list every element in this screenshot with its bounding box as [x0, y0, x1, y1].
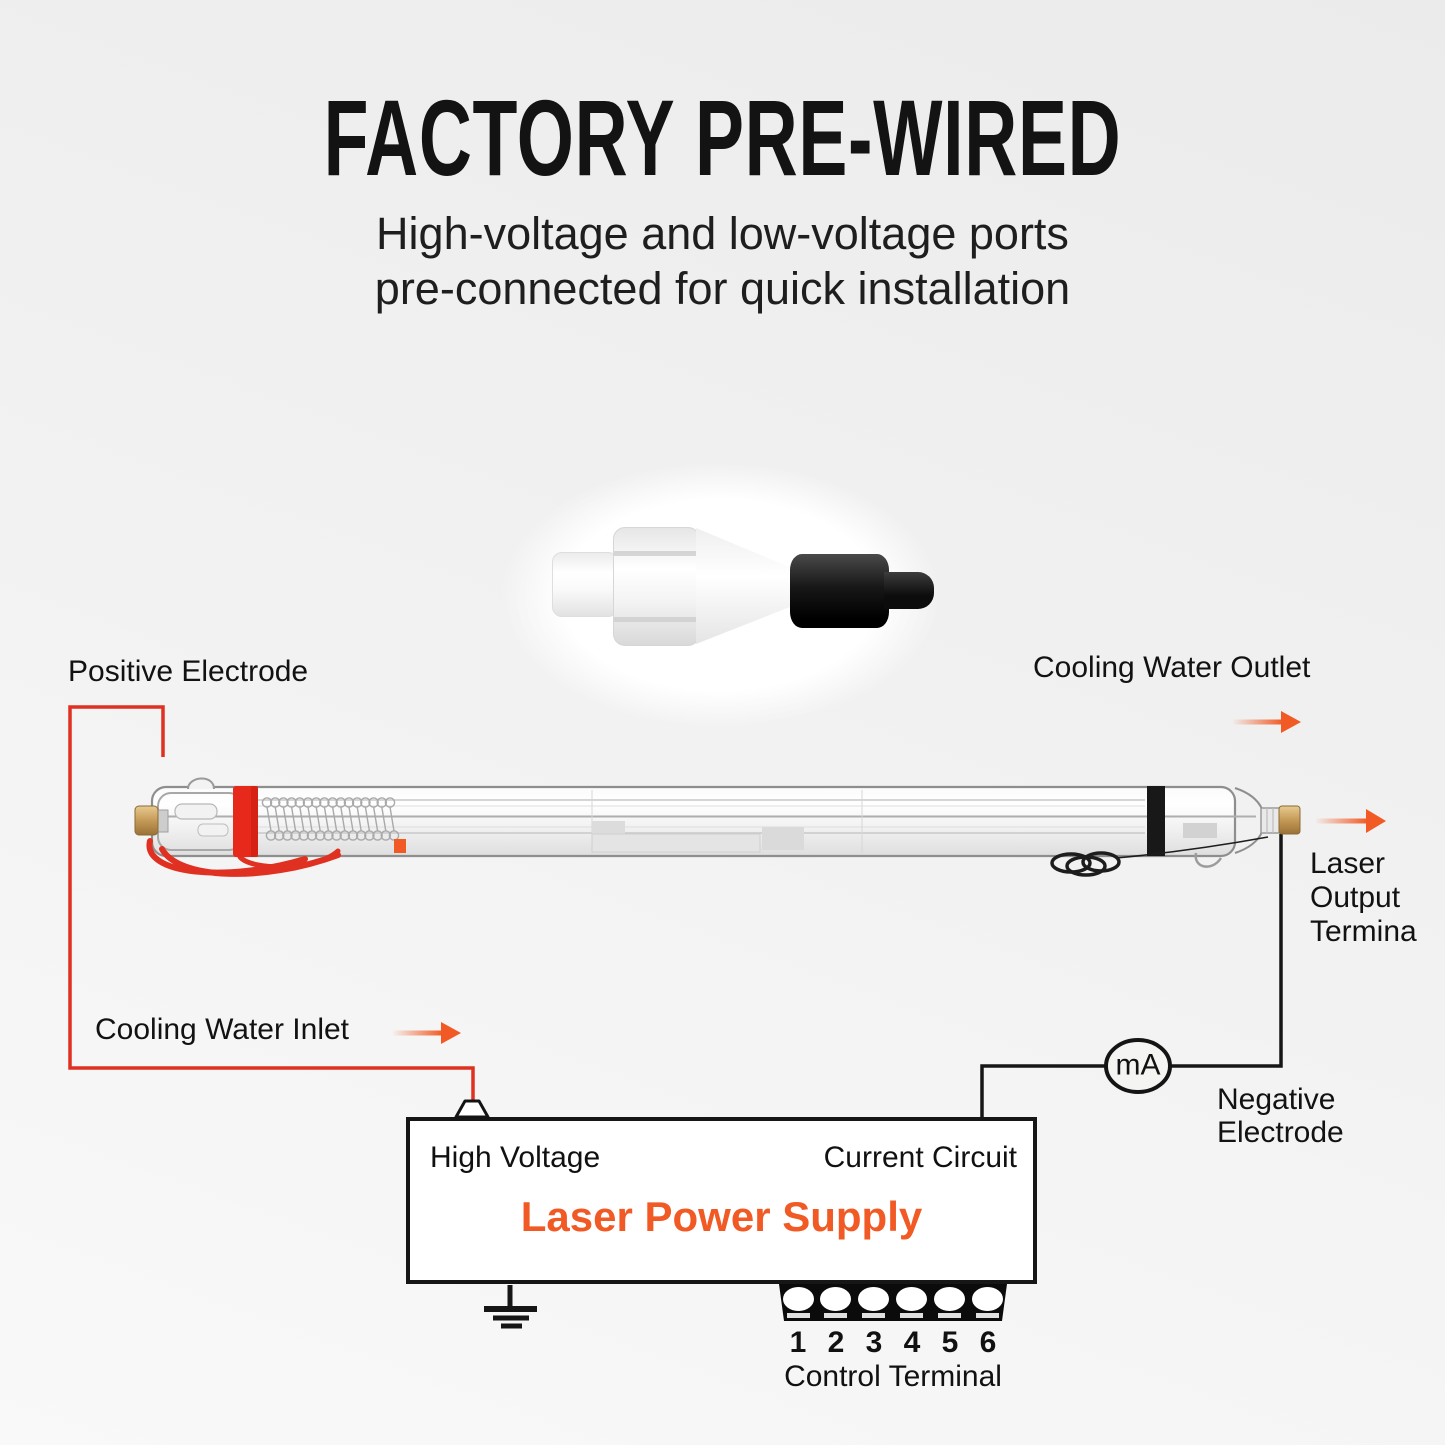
positive-electrode-cap	[134, 805, 159, 836]
terminal-slot	[787, 1313, 810, 1318]
tube-red-band	[233, 786, 258, 857]
terminal-number: 5	[941, 1326, 959, 1359]
terminal-numbers: 1 2 3 4 5 6	[779, 1326, 1007, 1360]
subtitle-line-2: pre-connected for quick installation	[374, 263, 1071, 314]
positive-electrode-label: Positive Electrode	[68, 655, 309, 688]
tube-top-nub	[187, 777, 215, 790]
coiled-black-wire	[1050, 836, 1269, 877]
cooling-water-inlet-label: Cooling Water Inlet	[95, 1013, 350, 1046]
connector-inset-oval	[500, 462, 940, 728]
laser-tube	[134, 777, 1301, 877]
control-terminal-label: Control Terminal	[784, 1360, 1002, 1393]
terminal-slot	[824, 1313, 847, 1318]
negative-electrode-label: Negative Electrode	[1217, 1083, 1344, 1149]
arrow-right-icon	[1233, 711, 1301, 733]
terminal-slot	[938, 1313, 961, 1318]
terminal-pin	[783, 1287, 814, 1311]
terminal-number: 6	[979, 1326, 997, 1359]
negative-line-1: Negative	[1217, 1083, 1336, 1116]
negative-line-2: Electrode	[1217, 1116, 1344, 1149]
connector-black-cable	[884, 572, 934, 609]
power-supply-title: Laser Power Supply	[520, 1193, 923, 1240]
laser-power-supply-box: High Voltage Current Circuit Laser Power…	[406, 1117, 1037, 1284]
terminal-number: 1	[789, 1326, 807, 1359]
tube-glass-hook	[1194, 852, 1223, 868]
laser-output-line-1: Laser	[1310, 847, 1386, 880]
laser-output-terminal-label: Laser Output Termina	[1310, 847, 1417, 949]
terminal-pin	[972, 1287, 1003, 1311]
connector-white-tip	[552, 552, 618, 617]
connector-white-cone	[696, 528, 796, 644]
tube-spiral-coil	[261, 797, 400, 841]
terminal-pin	[858, 1287, 889, 1311]
page-title: FACTORY PRE-WIRED	[323, 77, 1122, 198]
laser-output-line-2: Output	[1310, 881, 1401, 914]
ground-symbol	[484, 1285, 537, 1329]
terminal-number: 4	[903, 1326, 921, 1359]
connector-black-boot	[790, 554, 889, 628]
terminal-number: 2	[827, 1326, 845, 1359]
terminal-pin	[934, 1287, 965, 1311]
cooling-water-outlet-label: Cooling Water Outlet	[1033, 651, 1311, 684]
terminal-pin	[896, 1287, 927, 1311]
current-circuit-label: Current Circuit	[823, 1141, 1017, 1174]
terminal-slot	[976, 1313, 999, 1318]
terminal-number: 3	[865, 1326, 883, 1359]
arrow-right-icon	[1316, 809, 1386, 833]
tube-black-band	[1147, 786, 1165, 856]
control-terminal-block	[779, 1284, 1007, 1321]
page-subtitle: High-voltage and low-voltage ports pre-c…	[0, 206, 1445, 316]
tube-orange-sticker	[394, 839, 406, 853]
connector-white-nut	[613, 527, 700, 646]
terminal-slot	[862, 1313, 885, 1318]
ma-meter-label: mA	[1115, 1048, 1161, 1082]
high-voltage-label: High Voltage	[430, 1141, 601, 1174]
laser-output-cap	[1278, 805, 1301, 835]
laser-output-line-3: Termina	[1310, 915, 1417, 948]
arrow-right-icon	[393, 1022, 461, 1044]
terminal-slot	[900, 1313, 923, 1318]
hv-connector	[454, 1099, 490, 1119]
subtitle-line-1: High-voltage and low-voltage ports	[376, 208, 1069, 259]
terminal-pin	[820, 1287, 851, 1311]
